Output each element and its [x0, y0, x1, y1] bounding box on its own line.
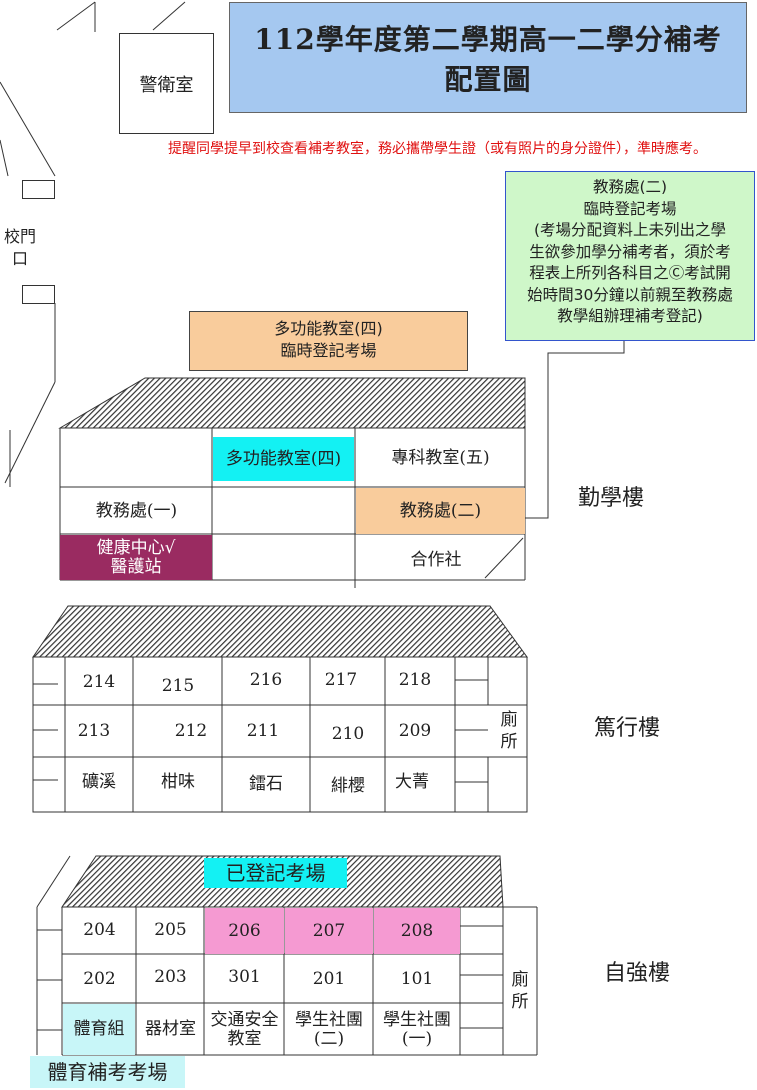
registered-exam-banner: 已登記考場	[204, 858, 347, 888]
multi-room-note: 臨時登記考場	[280, 341, 377, 360]
building-name-qinxue: 勤學樓	[578, 486, 645, 511]
reminder-notice: 提醒同學提早到校查看補考教室，務必攜帶學生證（或有照片的身分證件），準時應考。	[168, 141, 707, 157]
registration-line: 始時間30分鐘以前親至教務處	[527, 285, 733, 304]
gate-label-2: 口	[11, 249, 28, 268]
gate-pillar-top	[22, 180, 55, 199]
classroom: 大菁	[395, 771, 429, 792]
registration-line: 教務處(二)	[592, 178, 668, 196]
classroom: 礦溪	[82, 771, 116, 792]
toilet: 廁所	[511, 970, 529, 1012]
multi-room-name: 多功能教室(四)	[274, 319, 383, 338]
gate-pillar-bottom	[22, 285, 55, 304]
school-gate: 校門 口	[2, 226, 38, 270]
student-club-room-1: 學生社團 (一)	[383, 1009, 451, 1049]
classroom: 215	[161, 676, 195, 696]
classroom: 218	[398, 670, 432, 690]
co-op-store: 合作社	[410, 549, 462, 570]
registration-line: 臨時登記考場	[583, 199, 677, 218]
classroom: 209	[398, 720, 432, 741]
room-special-5: 專科教室(五)	[391, 447, 490, 468]
gate-label-1: 校門	[3, 227, 36, 246]
classroom: 216	[249, 670, 283, 690]
map-title: 112學年度第二學期高一二學分補考 配置圖	[229, 2, 747, 113]
student-club-room-2: 學生社團 (二)	[295, 1009, 363, 1049]
classroom: 鐳石	[249, 773, 283, 794]
classroom: 214	[82, 672, 116, 692]
room-office-1: 教務處(一)	[95, 500, 178, 521]
registration-line: 程表上所列各科目之Ⓒ考試開	[529, 264, 731, 282]
guard-room: 警衛室	[119, 33, 214, 134]
temp-registration-info: 教務處(二) 臨時登記考場 (考場分配資料上未列出之學 生欲參加學分補考者，須於…	[505, 171, 755, 341]
classroom: 緋櫻	[331, 775, 365, 796]
classroom: 204	[83, 919, 116, 940]
registration-line: 生欲參加學分補考者，須於考	[529, 242, 731, 261]
room-office-2: 教務處(二)	[356, 488, 525, 534]
exam-room: 206	[205, 908, 284, 954]
classroom: 202	[83, 968, 116, 989]
classroom: 203	[154, 966, 187, 987]
registration-line: 教學組辦理補考登記)	[557, 307, 703, 325]
toilet: 廁所	[500, 710, 518, 752]
classroom: 210	[331, 723, 365, 744]
exam-room: 208	[374, 908, 460, 954]
health-center: 健康中心√醫護站	[60, 535, 212, 580]
classroom: 212	[174, 720, 208, 741]
classroom: 201	[312, 968, 346, 989]
pe-office: 體育組	[63, 1004, 135, 1055]
classroom: 213	[77, 720, 111, 741]
building-name-ziqiang: 自強樓	[604, 961, 671, 986]
building-name-duxing: 篤行樓	[594, 716, 661, 741]
registration-line: (考場分配資料上未列出之學	[533, 221, 727, 239]
classroom: 211	[246, 720, 280, 741]
equipment-room: 器材室	[145, 1019, 196, 1039]
exam-room: 207	[285, 908, 373, 954]
multi-room-registration-box: 多功能教室(四) 臨時登記考場	[189, 311, 468, 371]
classroom: 217	[324, 670, 358, 690]
room-multi-4: 多功能教室(四)	[213, 437, 354, 481]
title-line-2: 配置圖	[444, 63, 532, 96]
title-line-1: 112學年度第二學期高一二學分補考	[254, 23, 722, 56]
classroom: 301	[228, 966, 261, 987]
classroom: 柑味	[161, 771, 195, 792]
classroom: 101	[400, 968, 434, 989]
pe-exam-label: 體育補考考場	[30, 1056, 185, 1088]
traffic-safety-room: 交通安全 教室	[210, 1009, 279, 1049]
classroom: 205	[154, 919, 187, 940]
